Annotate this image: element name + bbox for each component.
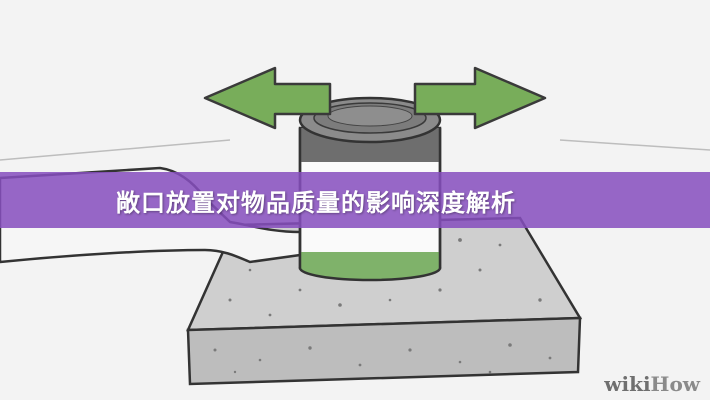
banner-title: 敞口放置对物品质量的影响深度解析 (116, 188, 516, 217)
arrow-right-icon (413, 66, 547, 130)
wikihow-watermark: wikiHow (604, 374, 700, 394)
watermark-wiki: wiki (604, 372, 651, 396)
title-banner: 敞口放置对物品质量的影响深度解析 (0, 172, 710, 228)
watermark-how: How (650, 372, 700, 396)
arrow-left-icon (203, 66, 332, 130)
